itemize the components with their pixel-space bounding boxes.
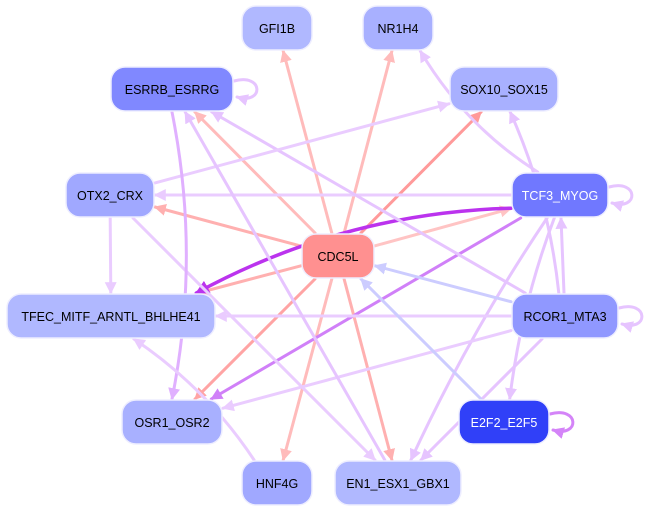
node-box[interactable] (121, 399, 223, 445)
edge-rcor1-mta3-to-osr1-osr2 (221, 329, 513, 412)
node-label: E2F2_E2F5 (471, 416, 538, 430)
node-box[interactable] (362, 5, 434, 51)
node-label: HNF4G (256, 477, 298, 491)
node-rcor1-mta3[interactable]: RCOR1_MTA3 (511, 293, 619, 339)
edge-e2f2-e2f5-to-e2f2-e2f5 (548, 411, 575, 439)
edge-cdc5l-to-esrrb-esrrg (193, 110, 317, 235)
edge-tcf3-myog-to-en1-esx1-gbx1 (409, 216, 549, 462)
edge-cdc5l-to-sox10-sox15 (359, 110, 483, 235)
node-sox10-sox15[interactable]: SOX10_SOX15 (449, 66, 559, 112)
node-box[interactable] (458, 399, 550, 445)
node-label: NR1H4 (378, 22, 419, 36)
node-cdc5l[interactable]: CDC5L (301, 233, 375, 279)
edge-tcf3-myog-to-osr1-osr2 (209, 216, 523, 401)
node-hnf4g[interactable]: HNF4G (241, 460, 313, 506)
node-label: TCF3_MYOG (522, 189, 598, 203)
edge-esrrb-esrrg-to-osr1-osr2 (168, 110, 188, 401)
node-label: GFI1B (259, 22, 295, 36)
edge-rcor1-mta3-to-cdc5l (373, 262, 513, 304)
edge-cdc5l-to-nr1h4 (342, 49, 395, 235)
node-box[interactable] (241, 460, 313, 506)
node-box[interactable] (65, 172, 155, 218)
node-gfi1b[interactable]: GFI1B (241, 5, 313, 51)
node-label: ESRRB_ESRRG (125, 83, 219, 97)
node-box[interactable] (511, 172, 609, 218)
edge-esrrb-esrrg-to-esrrb-esrrg (232, 78, 259, 106)
node-box[interactable] (511, 293, 619, 339)
edge-rcor1-mta3-to-tcf3-myog (555, 216, 568, 295)
node-label: TFEC_MITF_ARNTL_BHLHE41 (21, 310, 200, 324)
node-e2f2-e2f5[interactable]: E2F2_E2F5 (458, 399, 550, 445)
node-tfec-mitf-arntl-bhlhe41[interactable]: TFEC_MITF_ARNTL_BHLHE41 (6, 293, 216, 339)
edge-cdc5l-to-otx2-crx (153, 204, 303, 248)
edge-hnf4g-to-tfec-mitf-arntl-bhlhe41 (132, 337, 256, 462)
node-esrrb-esrrg[interactable]: ESRRB_ESRRG (110, 66, 234, 112)
edge-tcf3-myog-to-tcf3-myog (607, 184, 634, 212)
node-box[interactable] (301, 233, 375, 279)
edge-e2f2-e2f5-to-cdc5l (359, 277, 483, 401)
edge-otx2-crx-to-en1-esx1-gbx1 (131, 216, 377, 462)
edge-tcf3-myog-to-nr1h4 (418, 49, 540, 174)
node-label: OSR1_OSR2 (134, 416, 209, 430)
node-label: SOX10_SOX15 (460, 83, 548, 97)
node-en1-esx1-gbx1[interactable]: EN1_ESX1_GBX1 (334, 460, 462, 506)
node-osr1-osr2[interactable]: OSR1_OSR2 (121, 399, 223, 445)
node-label: RCOR1_MTA3 (523, 310, 606, 324)
node-tcf3-myog[interactable]: TCF3_MYOG (511, 172, 609, 218)
edge-cdc5l-to-hnf4g (280, 277, 334, 462)
node-box[interactable] (449, 66, 559, 112)
node-box[interactable] (110, 66, 234, 112)
node-nr1h4[interactable]: NR1H4 (362, 5, 434, 51)
edge-otx2-crx-to-sox10-sox15 (153, 100, 451, 185)
edge-rcor1-mta3-to-rcor1-mta3 (617, 305, 644, 333)
edge-otx2-crx-to-tfec-mitf-arntl-bhlhe41 (104, 216, 117, 295)
edge-cdc5l-to-tcf3-myog (373, 205, 513, 248)
node-label: CDC5L (318, 250, 359, 264)
node-box[interactable] (334, 460, 462, 506)
edges-layer (104, 49, 644, 462)
edge-rcor1-mta3-to-esrrb-esrrg (210, 110, 527, 295)
node-label: EN1_ESX1_GBX1 (346, 477, 450, 491)
node-otx2-crx[interactable]: OTX2_CRX (65, 172, 155, 218)
edge-en1-esx1-gbx1-to-esrrb-esrrg (183, 110, 387, 462)
edge-tcf3-myog-to-tfec-mitf-arntl-bhlhe41 (194, 206, 513, 295)
node-box[interactable] (6, 293, 216, 339)
node-box[interactable] (241, 5, 313, 51)
node-label: OTX2_CRX (77, 189, 144, 203)
